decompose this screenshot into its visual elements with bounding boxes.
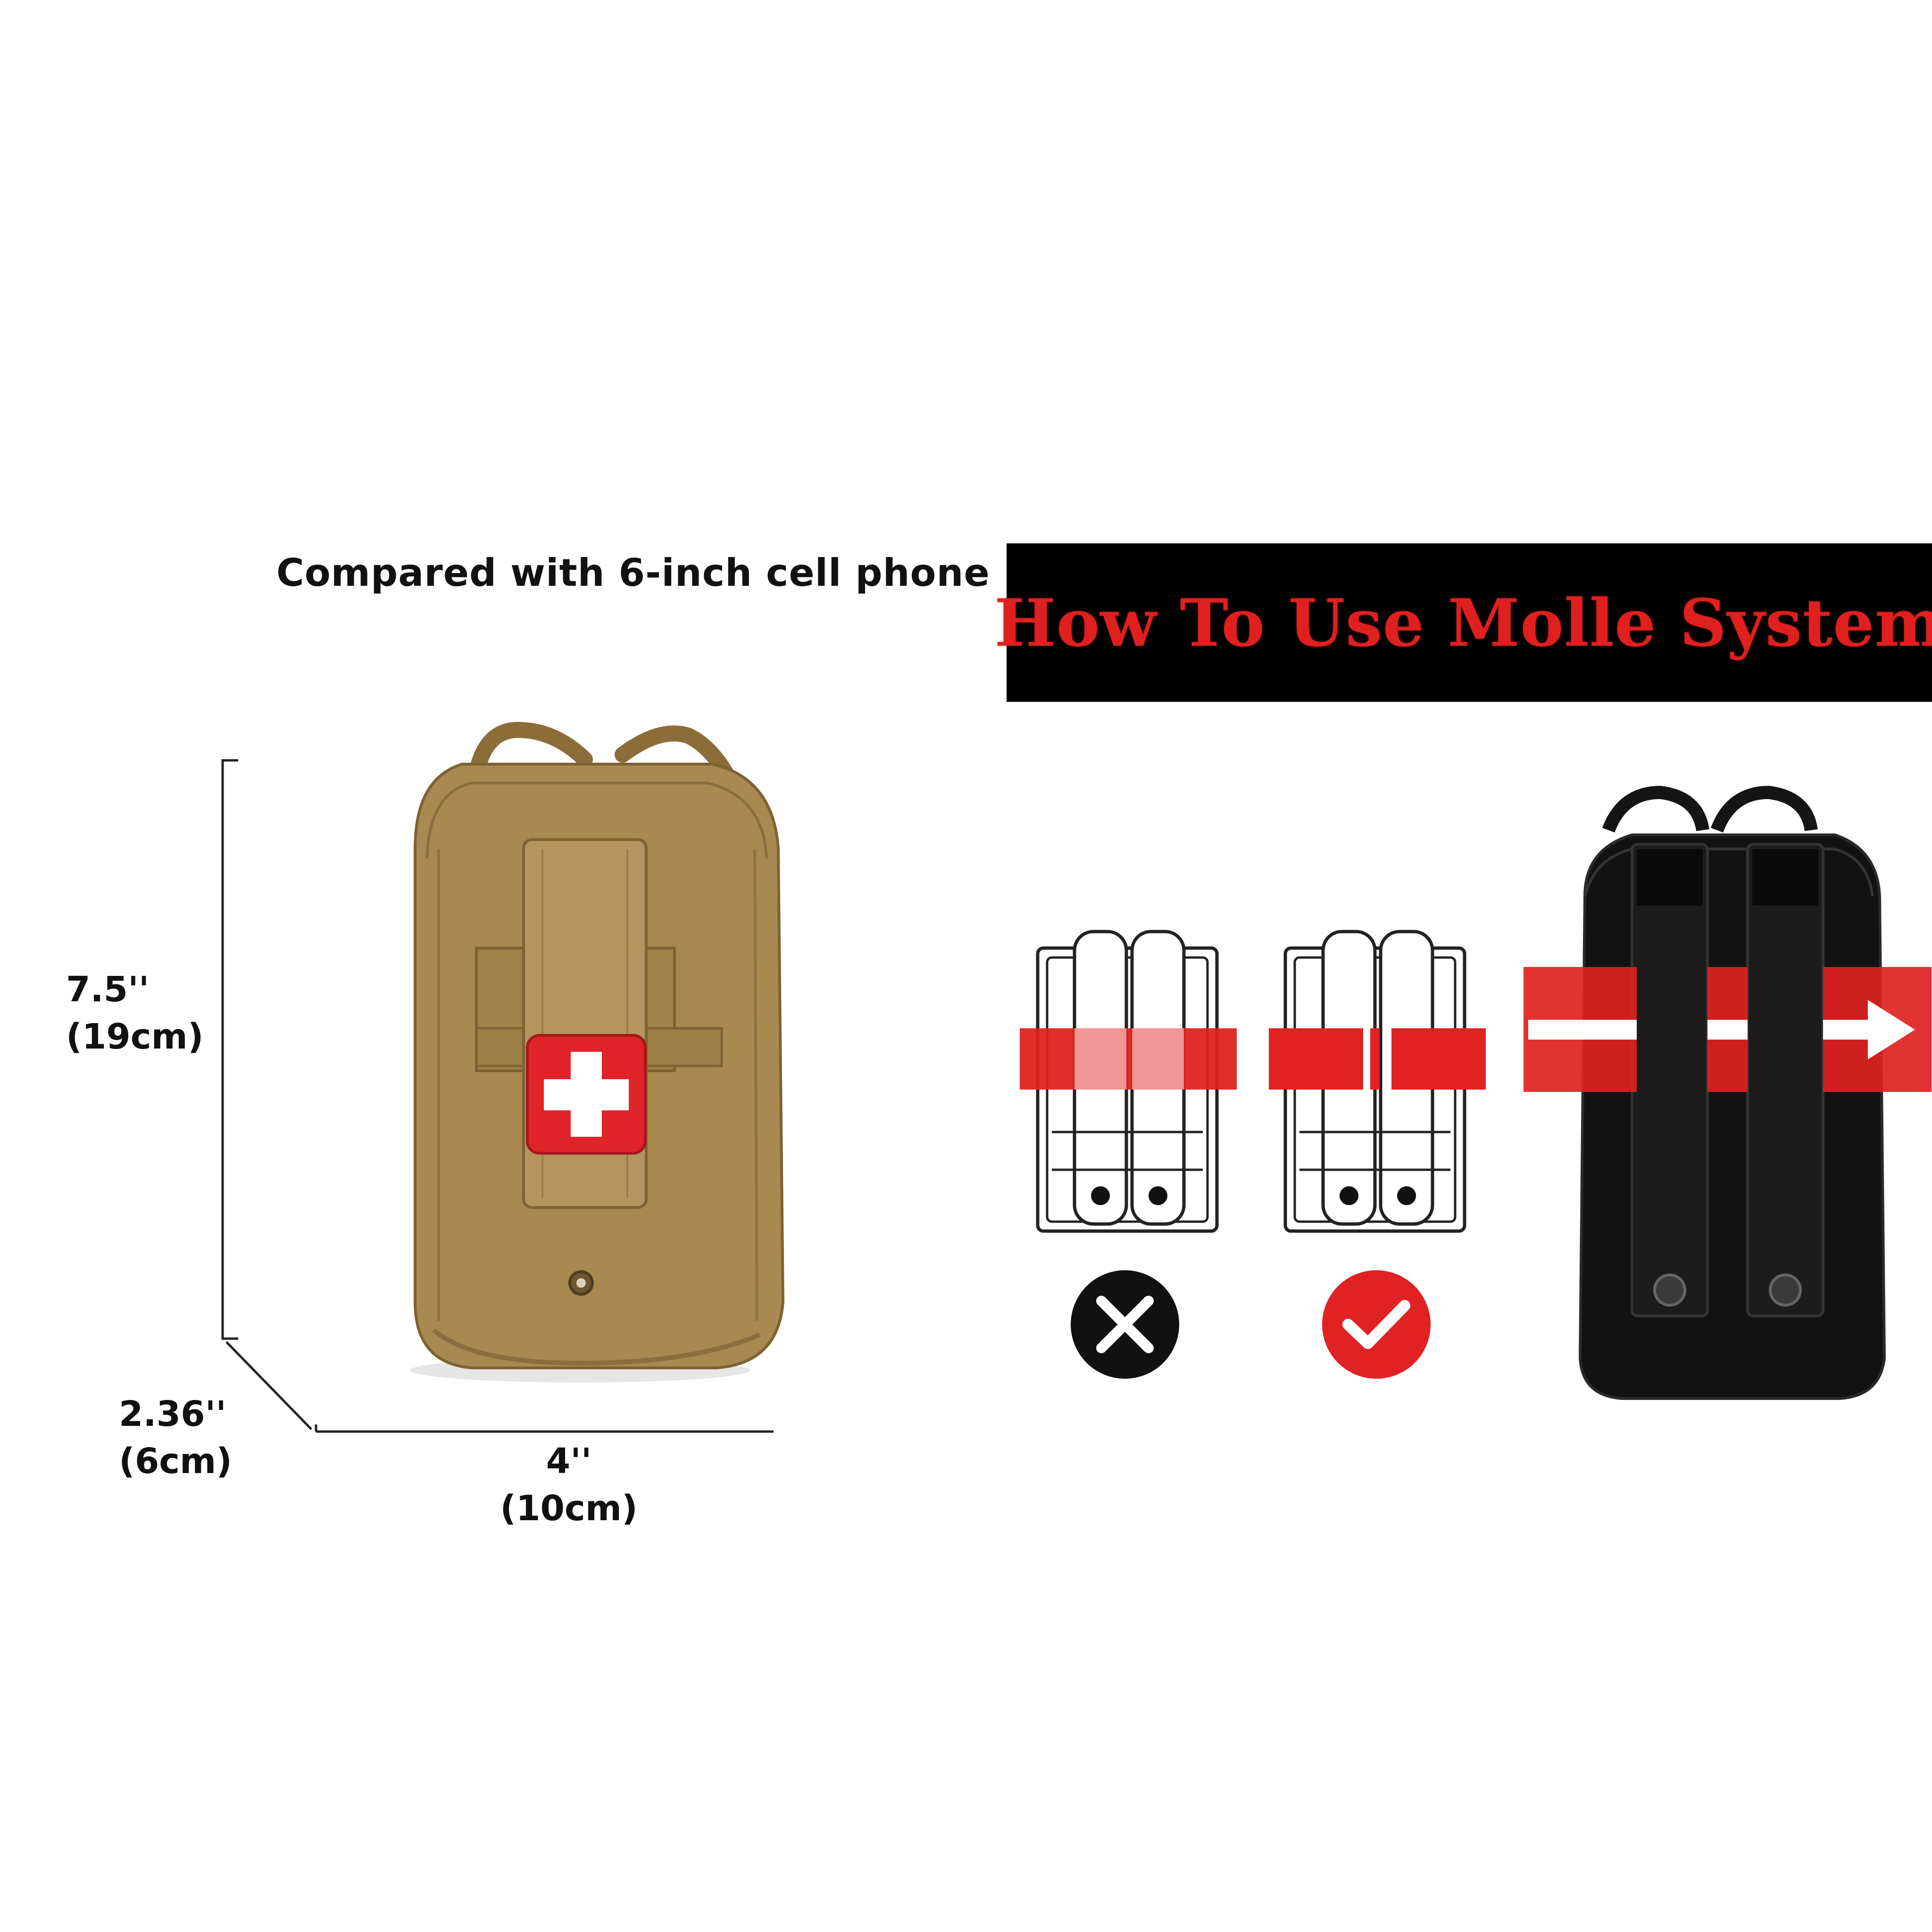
- width-cm: (10cm): [500, 1488, 638, 1529]
- width-inches: 4'': [546, 1441, 592, 1482]
- black-pouch: [1578, 785, 1886, 1400]
- medical-cross-icon: [526, 1034, 647, 1155]
- height-inches: 7.5'': [66, 969, 150, 1010]
- wrong-x-icon: [1071, 1270, 1179, 1379]
- correct-check-icon: [1322, 1270, 1431, 1379]
- comparison-caption: Compared with 6-inch cell phone: [276, 551, 990, 595]
- arrow-right-icon: [1524, 967, 1932, 1092]
- height-cm: (19cm): [66, 1016, 204, 1057]
- height-label: 7.5'' (19cm): [66, 966, 204, 1060]
- molle-banner: How To Use Molle System: [994, 543, 1932, 702]
- molle-correct-diagram: [1269, 930, 1486, 1233]
- depth-inches: 2.36'': [119, 1394, 226, 1434]
- width-label: 4'' (10cm): [498, 1438, 640, 1532]
- depth-cm: (6cm): [119, 1441, 233, 1482]
- dimension-lines: [221, 759, 774, 1433]
- molle-wrong-diagram: [1020, 930, 1237, 1233]
- depth-label: 2.36'' (6cm): [119, 1391, 232, 1485]
- banner-title: How To Use Molle System: [994, 584, 1932, 661]
